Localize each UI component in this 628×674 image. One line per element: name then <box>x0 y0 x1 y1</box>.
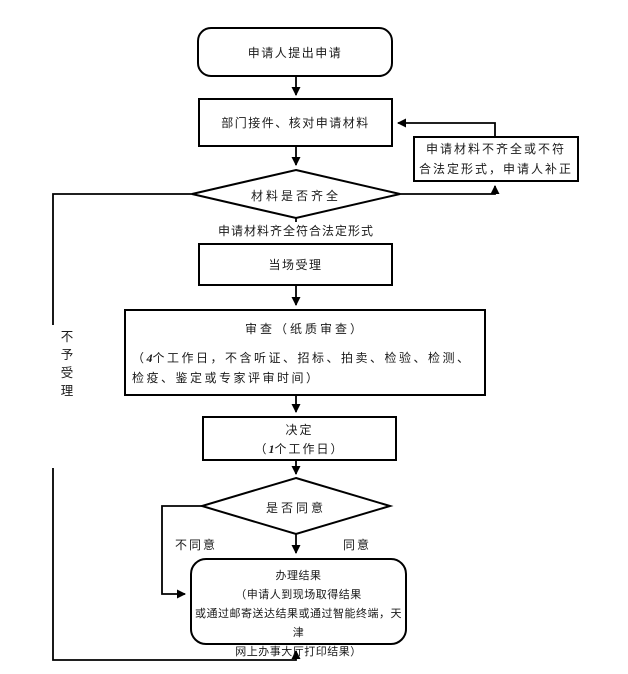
decide-note: （1个工作日） <box>204 440 395 459</box>
result-node: 办理结果 （申请人到现场取得结果 或通过邮寄送达结果或通过智能终端，天津 网上办… <box>190 558 407 658</box>
disagree-branch-label: 不同意 <box>174 538 217 552</box>
materials-complete-label: 申请材料齐全符合法定形式 <box>200 222 392 239</box>
result-line4: 网上办事大厅打印结果） <box>235 646 362 658</box>
decide-note-open: （ <box>254 442 269 456</box>
supplement-line2: 合法定形式，申请人补正 <box>418 162 573 176</box>
agree-branch-label: 同意 <box>342 538 371 552</box>
receive-node: 部门接件、核对申请材料 <box>198 98 393 147</box>
review-title: 审查（纸质审查） <box>244 322 365 336</box>
decide-note-days: 1 <box>268 442 275 456</box>
supplement-node: 申请材料不齐全或不符 合法定形式，申请人补正 <box>413 136 579 182</box>
review-note-rest: 个工作日，不含听证、招标、拍卖、检验、检测、检疫、鉴定或专家评审时间） <box>132 351 472 385</box>
review-node: 审查（纸质审查） （4个工作日，不含听证、招标、拍卖、检验、检测、检疫、鉴定或专… <box>124 309 486 396</box>
result-line2: （申请人到现场取得结果 <box>235 589 362 601</box>
review-note-open: （ <box>132 351 147 365</box>
start-node-label: 申请人提出申请 <box>247 45 343 60</box>
decide-title: 决定 <box>285 423 314 437</box>
result-line1: 办理结果 <box>275 570 322 582</box>
decide-note-rest: 个工作日） <box>274 442 345 456</box>
agree-diamond-label: 是否同意 <box>265 501 326 515</box>
line-reject-lower-to-result <box>52 468 301 661</box>
accept-node: 当场受理 <box>198 243 393 286</box>
check-materials-diamond <box>191 168 401 220</box>
review-note-days: 4 <box>146 351 153 365</box>
arrow-disagree-to-result <box>161 505 202 599</box>
review-note: （4个工作日，不含听证、招标、拍卖、检验、检测、检疫、鉴定或专家评审时间） <box>132 348 480 388</box>
decide-node: 决定 （1个工作日） <box>202 416 397 461</box>
line-reject-upper <box>52 193 192 325</box>
reject-label: 不 予 受 理 <box>60 330 74 398</box>
check-materials-diamond-label: 材料是否齐全 <box>250 189 341 203</box>
arrow-check-to-supplement <box>400 185 500 195</box>
accept-node-label: 当场受理 <box>268 258 323 272</box>
arrow-supplement-to-receive <box>397 118 496 136</box>
receive-node-label: 部门接件、核对申请材料 <box>221 116 370 130</box>
result-line3: 或通过邮寄送达结果或通过智能终端，天津 <box>195 608 402 639</box>
supplement-line1: 申请材料不齐全或不符 <box>425 142 566 156</box>
start-node: 申请人提出申请 <box>197 27 393 77</box>
agree-diamond <box>198 476 394 536</box>
